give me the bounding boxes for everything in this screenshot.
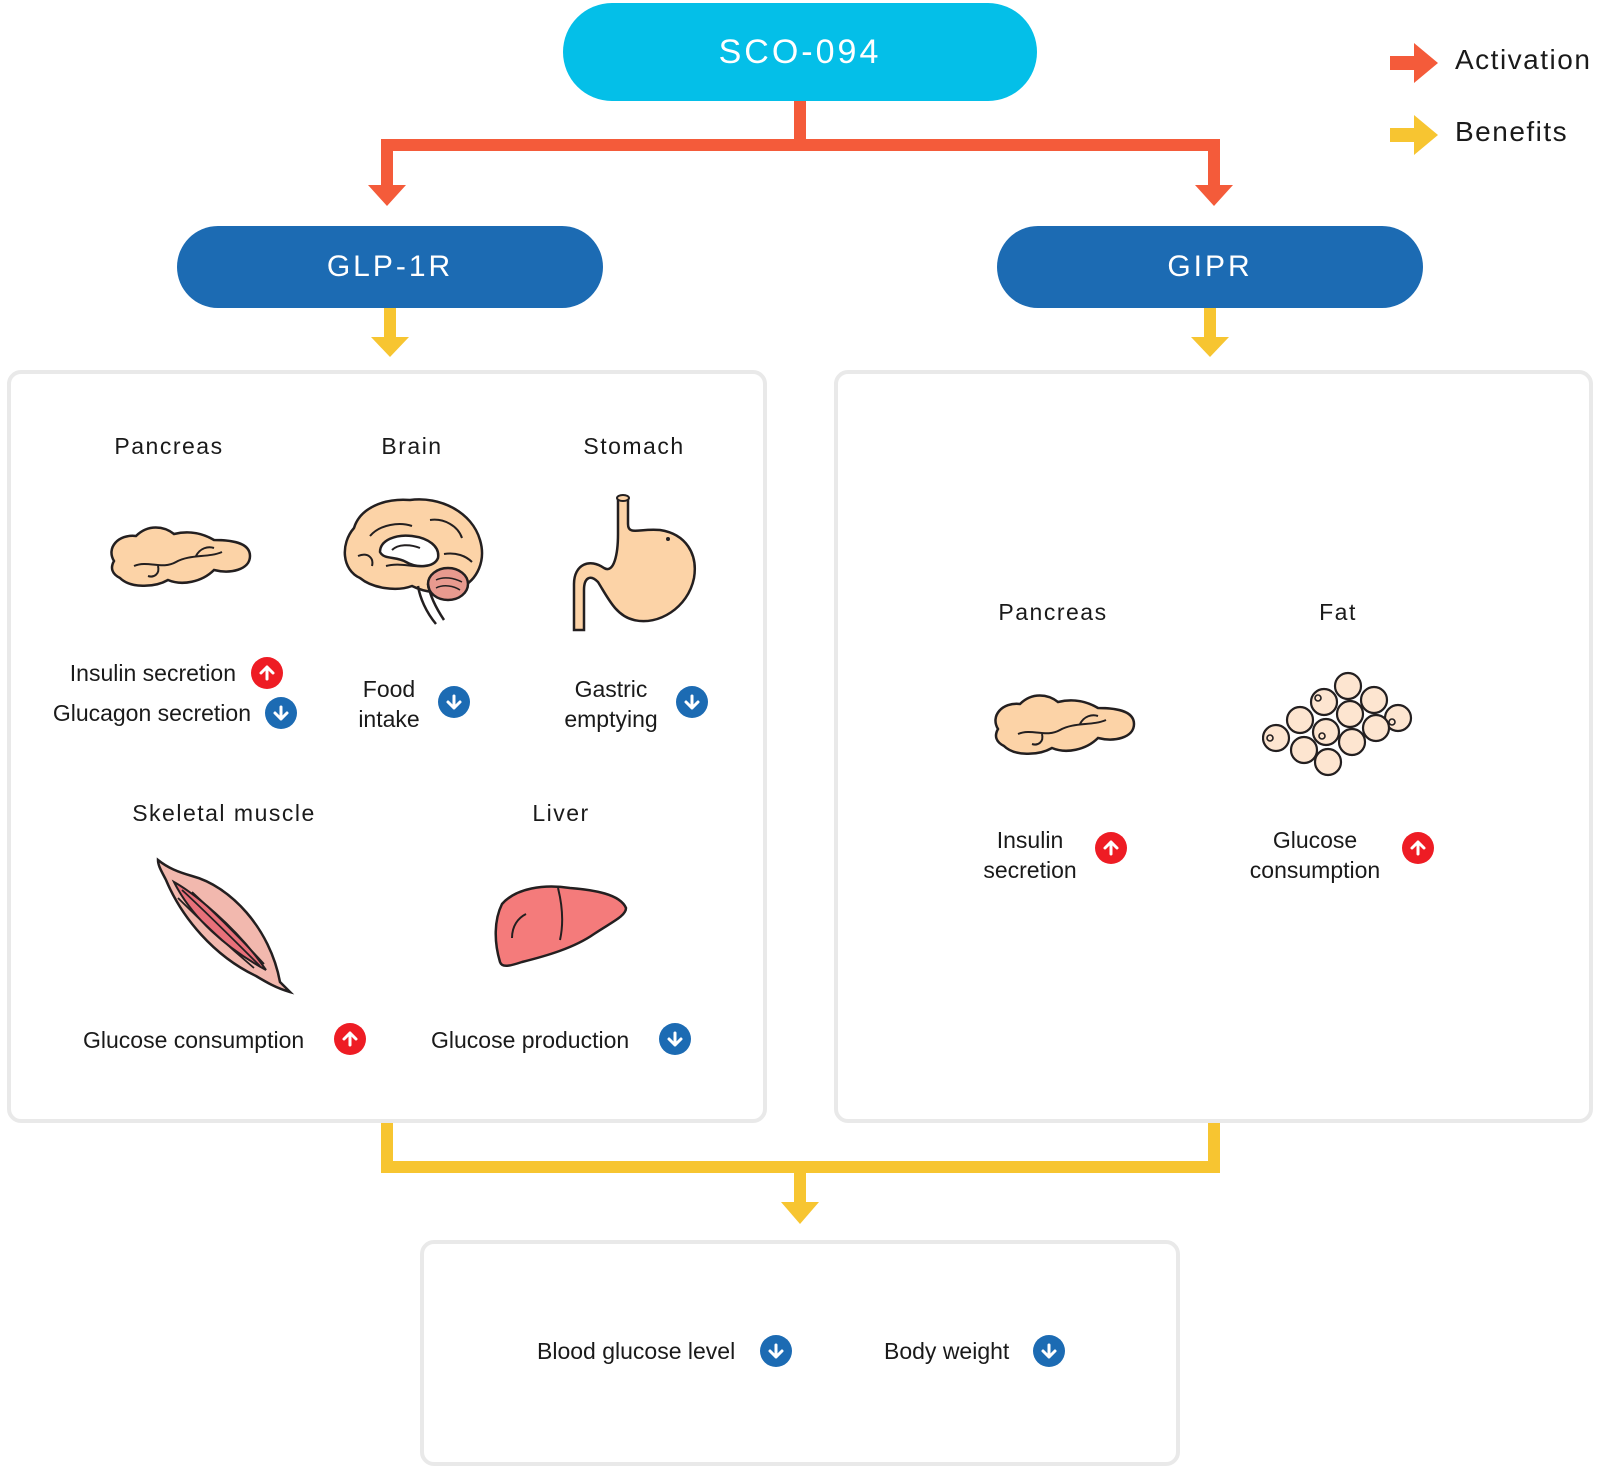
glp1r-pancreas-effect2: Glucagon secretion xyxy=(52,700,251,726)
liver-icon xyxy=(494,885,628,967)
drug-node: SCO-094 xyxy=(563,3,1037,101)
skeletal-muscle-icon xyxy=(156,857,295,995)
glp1r-node: GLP-1R xyxy=(177,226,603,308)
gipr-fat-effect-line2: consumption xyxy=(1249,857,1381,883)
stomach-icon xyxy=(572,494,696,632)
decrease-arrow-icon xyxy=(659,1023,691,1055)
glp1r-pancreas-title: Pancreas xyxy=(114,433,224,459)
decrease-arrow-icon xyxy=(438,686,470,718)
gipr-pancreas-effect-line2: secretion xyxy=(983,857,1077,883)
increase-arrow-icon xyxy=(334,1023,366,1055)
glp1r-label: GLP-1R xyxy=(326,250,454,283)
glp1r-stomach-title: Stomach xyxy=(583,433,685,459)
benefit-arrowhead-gipr xyxy=(1191,337,1229,357)
outcomes-panel xyxy=(420,1240,1180,1466)
increase-arrow-icon xyxy=(251,657,283,689)
glp1r-stomach-effect-line2: emptying xyxy=(564,706,658,732)
glp1r-brain-title: Brain xyxy=(381,433,443,459)
gipr-fat-title: Fat xyxy=(1319,599,1357,625)
glp1r-stomach-effect-line1: Gastric xyxy=(574,676,648,702)
legend-benefits-label: Benefits xyxy=(1455,116,1569,147)
gipr-node: GIPR xyxy=(997,226,1423,308)
gipr-pancreas-title: Pancreas xyxy=(998,599,1108,625)
glp1r-muscle-effect: Glucose consumption xyxy=(83,1027,305,1053)
outcome-blood-glucose: Blood glucose level xyxy=(537,1338,736,1364)
glp1r-stomach-effect: Gastric emptying xyxy=(550,674,672,734)
decrease-arrow-icon xyxy=(1033,1335,1065,1367)
glp1r-liver-title: Liver xyxy=(532,800,590,826)
activation-arrowhead-right xyxy=(1195,185,1233,206)
fat-cells-icon xyxy=(1262,671,1413,777)
increase-arrow-icon xyxy=(1095,832,1127,864)
legend-activation-label: Activation xyxy=(1455,44,1592,75)
glp1r-effects-panel xyxy=(7,370,767,1123)
gipr-fat-effect-line1: Glucose xyxy=(1272,827,1358,853)
decrease-arrow-icon xyxy=(760,1335,792,1367)
activation-connector xyxy=(381,101,1220,188)
gipr-pancreas-effect: Insulin secretion xyxy=(972,825,1088,885)
glp1r-brain-effect-line2: intake xyxy=(358,706,420,732)
glp1r-brain-effect: Food intake xyxy=(344,674,434,734)
benefit-merge-connector xyxy=(381,1123,1220,1205)
pancreas-icon xyxy=(994,694,1136,755)
glp1r-liver-effect: Glucose production xyxy=(431,1027,630,1053)
orange-arrow-icon xyxy=(1390,43,1438,83)
decrease-arrow-icon xyxy=(676,686,708,718)
gipr-effects-panel xyxy=(834,370,1593,1123)
increase-arrow-icon xyxy=(1402,832,1434,864)
glp1r-brain-effect-line1: Food xyxy=(362,676,416,702)
gipr-pancreas-effect-line1: Insulin xyxy=(996,827,1064,853)
benefit-arrowhead-outcome xyxy=(781,1202,819,1224)
brain-icon xyxy=(343,498,484,625)
benefit-arrowhead-glp1r xyxy=(371,337,409,357)
outcome-body-weight: Body weight xyxy=(884,1338,1010,1364)
gipr-label: GIPR xyxy=(1167,250,1253,283)
yellow-arrow-icon xyxy=(1390,115,1438,155)
glp1r-muscle-title: Skeletal muscle xyxy=(132,800,316,826)
activation-arrowhead-left xyxy=(368,185,406,206)
pancreas-icon xyxy=(110,526,252,587)
decrease-arrow-icon xyxy=(265,697,297,729)
drug-label: SCO-094 xyxy=(718,32,882,71)
glp1r-pancreas-effect1: Insulin secretion xyxy=(69,660,236,686)
gipr-fat-effect: Glucose consumption xyxy=(1240,825,1390,885)
